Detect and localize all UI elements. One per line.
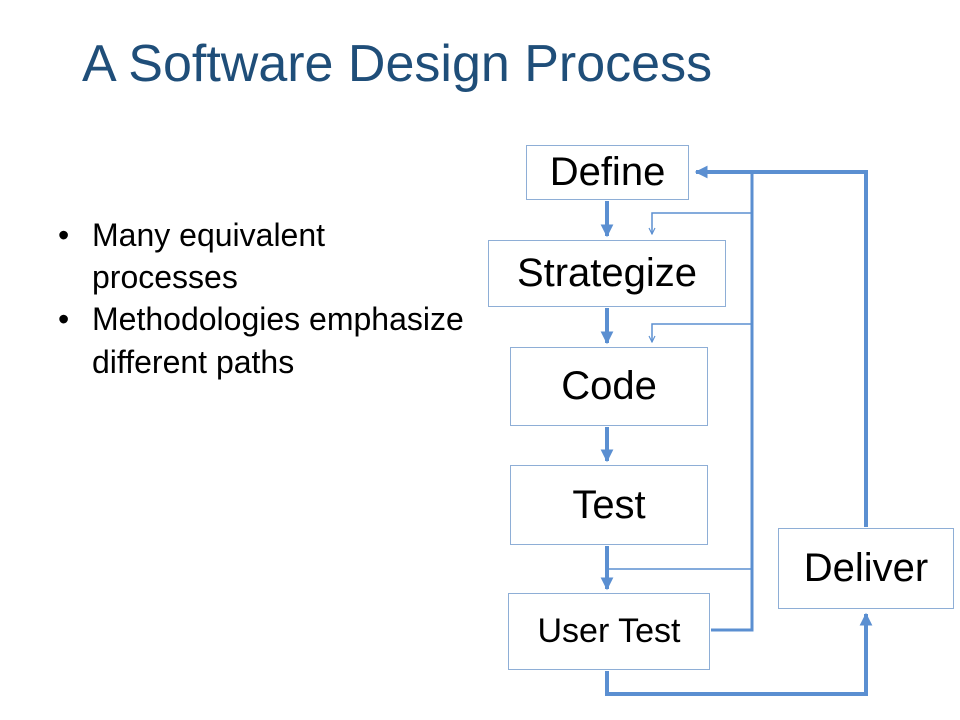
- process-step-code: Code: [510, 347, 708, 426]
- process-step-strategize: Strategize: [488, 240, 726, 307]
- arrow-deliver-to-define: [694, 165, 868, 527]
- process-step-define: Define: [526, 145, 689, 200]
- process-step-deliver: Deliver: [778, 528, 954, 609]
- bullet-item: Methodologies emphasize different paths: [58, 298, 478, 382]
- slide-title: A Software Design Process: [82, 35, 713, 93]
- process-step-test: Test: [510, 465, 708, 545]
- arrow-feedback-to-strategize: [652, 212, 752, 234]
- arrow-user-test-to-deliver: [605, 612, 873, 696]
- process-step-user-test: User Test: [508, 593, 710, 670]
- arrow-feedback-to-code: [652, 323, 752, 342]
- bullet-list: Many equivalent processes Methodologies …: [58, 214, 478, 383]
- bullet-item: Many equivalent processes: [58, 214, 478, 298]
